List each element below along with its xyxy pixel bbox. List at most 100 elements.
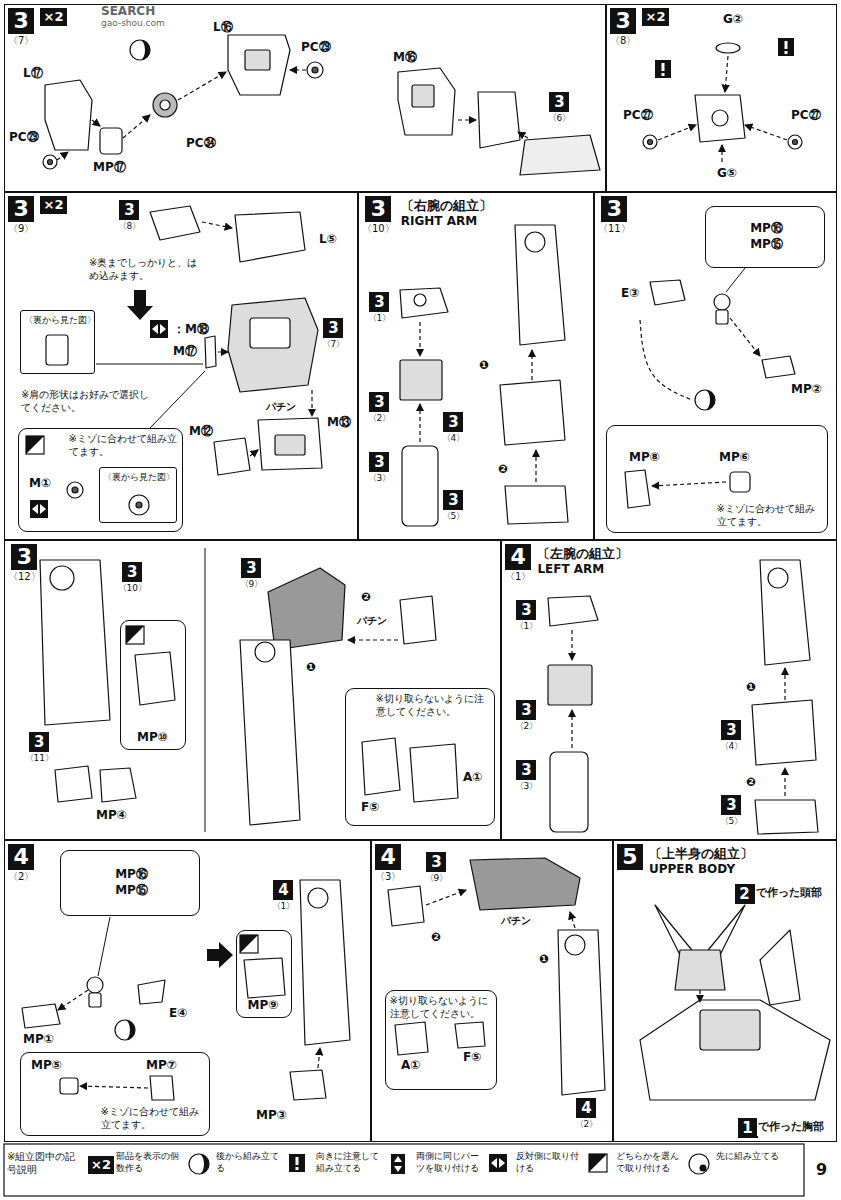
step-number: 3 (369, 452, 389, 472)
symbol-flip (150, 320, 168, 338)
part-drawing (652, 482, 726, 486)
legend-symbol (588, 1153, 612, 1177)
part-number: MP⑮ (750, 236, 783, 252)
part-drawing (700, 1010, 760, 1050)
part-number: L⑰ (22, 66, 44, 80)
part-drawing (712, 110, 728, 126)
part-drawing (178, 72, 226, 100)
part-drawing (72, 487, 78, 493)
part-drawing (153, 93, 177, 117)
step-number: 3 (11, 544, 37, 570)
substep-number: 〈9〉 (8, 222, 34, 235)
step-number: 3 (8, 8, 34, 34)
step-number: 3 (443, 412, 463, 432)
part-drawing (762, 356, 795, 378)
part-drawing (420, 322, 421, 356)
part-drawing (228, 35, 290, 95)
symbol-select (126, 626, 144, 644)
part-drawing (130, 40, 150, 60)
part-drawing (50, 566, 74, 590)
part-drawing (228, 298, 318, 392)
part-drawing (402, 446, 438, 526)
step-reference: 4〈1〉 (272, 880, 296, 912)
part-number: G⑤ (716, 166, 738, 180)
legend-text: 両側に同じパーツを取り付ける (416, 1150, 486, 1174)
step-panel: 3〈9〉×23〈8〉〈裏から見た図〉3〈7〉※ミゾに合わせて組み立てます。〈裏か… (4, 192, 358, 540)
part-drawing (550, 752, 588, 832)
step-reference: 3〈4〉 (720, 720, 744, 752)
symbol-excl (289, 1154, 305, 1172)
section-heading-en: RIGHT ARM (401, 214, 492, 229)
part-drawing (640, 1000, 830, 1100)
symbol-excl (655, 60, 671, 78)
part-drawing (4, 1144, 804, 1196)
substep-number: 〈1〉 (368, 312, 392, 324)
part-drawing (778, 38, 794, 56)
part-drawing (98, 917, 110, 976)
step-reference: 3〈10〉 (118, 562, 147, 594)
symbol-excl (778, 38, 794, 56)
option-box: MP⑩ (120, 620, 186, 750)
step-number: 3 (122, 562, 142, 582)
part-drawing (136, 502, 142, 508)
substep-number: 〈7〉 (8, 34, 34, 47)
part-drawing (240, 640, 300, 825)
part-drawing (43, 155, 57, 169)
step-reference: 3〈1〉 (515, 600, 539, 632)
part-number: M⑰ (172, 344, 198, 358)
quantity-mark: ×2 (44, 197, 64, 213)
part-drawing (40, 560, 110, 725)
substep-number: 〈2〉 (575, 1118, 599, 1130)
substep-number: 〈8〉 (118, 220, 142, 232)
part-number: MP⑩ (137, 729, 168, 745)
part-drawing (244, 958, 285, 998)
step-reference: 1 (738, 1118, 758, 1138)
substep-number: 〈10〉 (362, 222, 395, 235)
part-drawing (722, 145, 723, 162)
part-number: PC㉗ (790, 108, 822, 122)
part-drawing (675, 950, 725, 990)
quantity-badge: ×2 (40, 8, 68, 26)
part-drawing (398, 68, 455, 135)
part-drawing (100, 128, 122, 154)
part-number: PC㉙ (8, 130, 40, 144)
substep-number: 〈2〉 (8, 870, 34, 883)
symbol-select (589, 1154, 607, 1172)
step-number: 3 (516, 600, 536, 620)
legend-item: 部品を表示の個数作る (88, 1150, 186, 1194)
substep-number: 〈2〉 (368, 412, 392, 424)
legend-text: 後から組み立てる (216, 1150, 286, 1174)
part-drawing (135, 652, 175, 705)
assembly-note: ※切り取らないように注意してください。 (376, 692, 490, 718)
part-number: MP⑨ (248, 997, 279, 1013)
part-drawing (129, 495, 149, 515)
part-drawing (138, 980, 165, 1004)
step-panel: 3〈11〉MP⑯MP⑮※ミゾに合わせて組み立てます。 (594, 192, 837, 540)
part-number: ❶ (305, 660, 317, 674)
part-number: MP⑮ (115, 882, 148, 898)
part-drawing (785, 768, 786, 796)
quantity-badge: ×2 (40, 196, 68, 214)
step-number: 3 (601, 196, 627, 222)
step-number: 3 (119, 200, 139, 220)
part-number: MP⑥ (718, 450, 751, 464)
part-drawing (570, 912, 575, 928)
step-reference: 3〈4〉 (442, 412, 466, 444)
step-number: 2 (735, 884, 755, 904)
part-number: パチン (500, 914, 532, 928)
part-drawing (268, 568, 345, 650)
part-number: パチン (356, 614, 388, 628)
watermark: gao-shou.com (100, 18, 166, 29)
part-drawing (752, 700, 816, 765)
part-drawing (250, 450, 258, 456)
part-drawing (115, 1020, 135, 1040)
substep-number: 〈1〉 (505, 570, 531, 583)
part-drawing (240, 935, 258, 953)
part-drawing (307, 62, 323, 78)
part-number: L⑯ (212, 20, 234, 34)
legend-item: 反対側に取り付ける (488, 1150, 586, 1194)
step-number: 3 (29, 732, 49, 752)
substep-number: 〈11〉 (25, 752, 54, 764)
part-drawing (760, 560, 810, 665)
substep-number: 〈3〉 (368, 472, 392, 484)
